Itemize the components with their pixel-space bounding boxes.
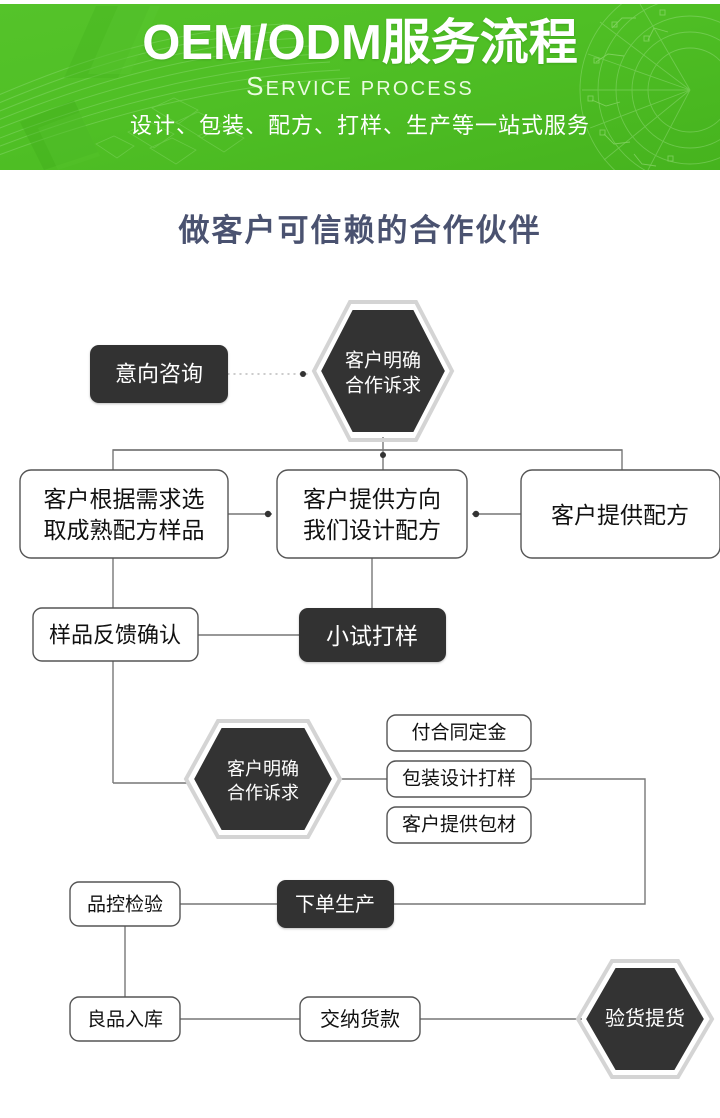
flow-node-label-line1: 客户明确 bbox=[345, 350, 421, 372]
flow-node-label: 付合同定金 bbox=[411, 722, 506, 744]
section-heading: 做客户可信赖的合作伙伴 bbox=[178, 213, 542, 248]
flow-node-label: 下单生产 bbox=[295, 893, 375, 916]
banner-title: OEM/ODM服务流程 bbox=[142, 16, 578, 70]
flow-connectors bbox=[112, 371, 646, 1020]
flow-node-label: 客户提供包材 bbox=[402, 814, 516, 836]
flow-node-good-product-warehousing[interactable]: 良品入库 bbox=[69, 996, 181, 1042]
banner-subtitle-en-rest: ERVICE PROCESS bbox=[265, 78, 474, 101]
edge-tree-bus bbox=[112, 449, 623, 470]
flow-node-pay-balance[interactable]: 交纳货款 bbox=[299, 996, 421, 1042]
flow-node-label: 意向咨询 bbox=[115, 362, 203, 387]
edge-dot-n2-bus bbox=[380, 452, 386, 458]
banner-subtitle-en: SERVICE PROCESS bbox=[246, 71, 474, 102]
flow-node-pay-contract-deposit[interactable]: 付合同定金 bbox=[386, 714, 532, 752]
page-banner: OEM/ODM服务流程 SERVICE PROCESS 设计、包装、配方、打样、… bbox=[0, 4, 720, 170]
flow-node-place-production-order[interactable]: 下单生产 bbox=[277, 880, 394, 928]
flow-node-label: 包装设计打样 bbox=[402, 768, 516, 790]
flow-node-customer-requirement-top[interactable]: 客户明确 合作诉求 bbox=[311, 300, 455, 442]
flow-node-trial-sample[interactable]: 小试打样 bbox=[299, 608, 446, 662]
banner-subtitle-cn: 设计、包装、配方、打样、生产等一站式服务 bbox=[129, 113, 590, 139]
flow-node-label: 良品入库 bbox=[87, 1009, 163, 1031]
flow-node-label-line1: 客户提供方向 bbox=[303, 486, 441, 512]
edge-dot-n3-n4 bbox=[264, 510, 272, 518]
flow-node-label: 交纳货款 bbox=[320, 1008, 400, 1031]
flow-node-label: 验货提货 bbox=[605, 1007, 685, 1030]
flow-node-label: 小试打样 bbox=[326, 623, 418, 649]
flow-node-label: 客户提供配方 bbox=[551, 502, 689, 528]
flow-node-label: 品控检验 bbox=[87, 894, 163, 916]
flow-node-label-line2: 合作诉求 bbox=[227, 783, 299, 803]
flow-node-inspect-and-pickup[interactable]: 验货提货 bbox=[575, 959, 715, 1079]
flow-node-label-line1: 客户明确 bbox=[227, 759, 299, 779]
flow-node-customer-provides-packaging[interactable]: 客户提供包材 bbox=[386, 806, 532, 844]
edge-n10-n13 bbox=[394, 778, 646, 905]
flow-node-customer-direction-we-design[interactable]: 客户提供方向 我们设计配方 bbox=[276, 469, 468, 559]
flow-node-label-line2: 取成熟配方样品 bbox=[44, 517, 205, 543]
edge-dot-n5-n4 bbox=[472, 510, 480, 518]
service-process-flowchart: 意向咨询 客户明确 合作诉求 客户根据需求选 取成熟配方样品 客户提供方向 我们… bbox=[0, 285, 720, 1118]
flow-node-customer-provides-formula[interactable]: 客户提供配方 bbox=[520, 469, 720, 559]
flow-node-sample-feedback-confirm[interactable]: 样品反馈确认 bbox=[32, 607, 199, 662]
flow-node-label-line2: 合作诉求 bbox=[345, 375, 421, 397]
flow-node-label-line2: 我们设计配方 bbox=[303, 517, 441, 543]
flow-node-customer-requirement-mid[interactable]: 客户明确 合作诉求 bbox=[183, 719, 343, 839]
flow-node-intent-consultation[interactable]: 意向咨询 bbox=[90, 345, 228, 403]
flow-node-label-line1: 客户根据需求选 bbox=[44, 486, 205, 512]
flow-node-packaging-design-proof[interactable]: 包装设计打样 bbox=[386, 760, 532, 798]
flow-node-select-mature-formula[interactable]: 客户根据需求选 取成熟配方样品 bbox=[19, 469, 229, 559]
flow-node-label: 样品反馈确认 bbox=[49, 623, 181, 648]
flow-node-quality-inspection[interactable]: 品控检验 bbox=[69, 881, 181, 927]
banner-subtitle-en-initial: S bbox=[246, 71, 266, 102]
edge-dot-n1-n2 bbox=[300, 371, 306, 377]
